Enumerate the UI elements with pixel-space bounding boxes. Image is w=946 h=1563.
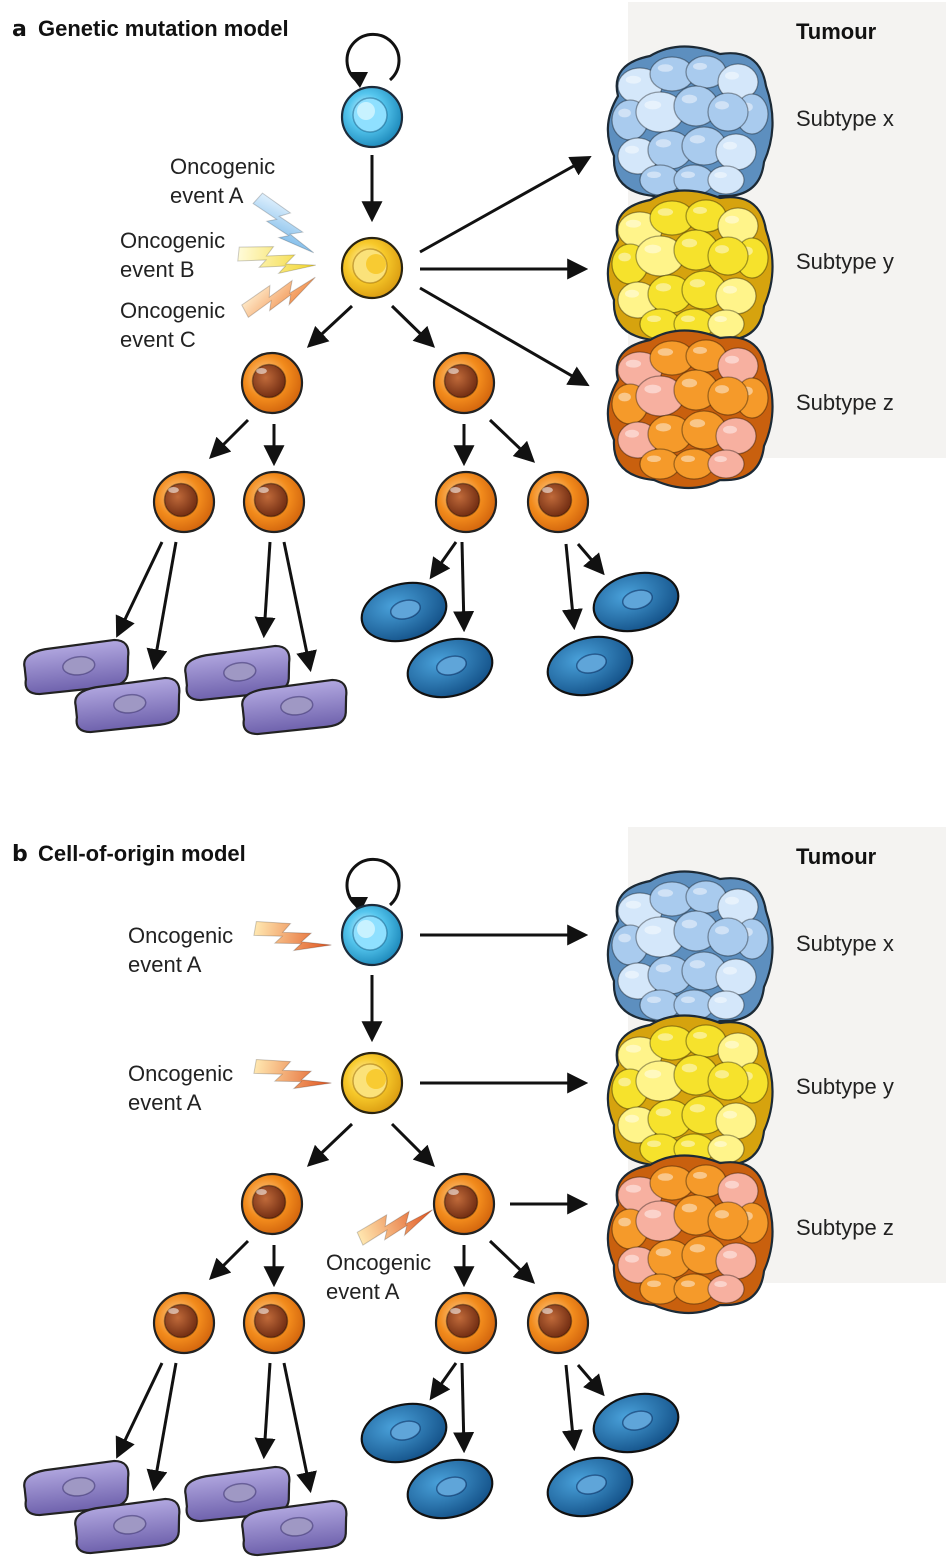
panel-a-event-b-line1: Oncogenic (120, 228, 225, 253)
panel-b-intermediate-cell (152, 1291, 216, 1355)
panel-a-arrow (306, 304, 354, 348)
panel-b-arrow (306, 1122, 354, 1167)
panel-a-differentiated-cell-blue (406, 637, 494, 699)
panel-b-arrow (561, 1364, 583, 1452)
panel-b-event-2-bolt-icon (253, 1059, 332, 1090)
panel-a-tumour-subtype-y (606, 189, 774, 350)
panel-b-differentiated-cell-blue (546, 1456, 634, 1518)
panel-a-subtype-x-label: Subtype x (796, 106, 894, 131)
panel-a-arrow (390, 304, 436, 348)
panel-b-tumour-header: Tumour (796, 844, 877, 869)
panel-a-arrow (488, 418, 536, 463)
panel-a-arrow (254, 541, 276, 639)
panel-a-differentiated-cell-blue (546, 635, 634, 697)
panel-b-arrow (488, 1239, 536, 1284)
panel-b-differentiated-cell-purple (184, 1465, 291, 1523)
panel-b-differentiated-cell-purple (241, 1499, 348, 1557)
panel-a-event-c-line2: event C (120, 327, 196, 352)
panel-a-arrow (146, 541, 178, 671)
panel-b-event-3-line1: Oncogenic (326, 1250, 431, 1275)
panel-b-event-1-line1: Oncogenic (128, 923, 233, 948)
panel-a-event-b-bolt-icon (237, 246, 316, 275)
panel-a-event-c-line1: Oncogenic (120, 298, 225, 323)
panel-a-arrow (429, 541, 458, 580)
panel-a-arrow-to-subtype-z (419, 286, 590, 387)
panel-a-arrow-to-subtype-x (419, 155, 592, 254)
panel-b-tumour-subtype-x (606, 870, 774, 1031)
panel-a-differentiated-cell-purple (184, 644, 291, 702)
panel-b-stem-cell (340, 903, 404, 967)
panel-a-event-b-line2: event B (120, 257, 195, 282)
panel-b-intermediate-cell (526, 1291, 590, 1355)
panel-b-differentiated-cell-purple (74, 1497, 181, 1555)
panel-a-intermediate-cell (434, 470, 498, 534)
panel-b-arrow (576, 1364, 605, 1397)
panel-b-differentiated-cell-blue (360, 1402, 448, 1464)
panel-a-arrow (576, 543, 605, 576)
panel-b-arrow (254, 1362, 276, 1460)
panel-b-subtype-y-label: Subtype y (796, 1074, 894, 1099)
panel-b-arrow (282, 1362, 317, 1494)
panel-b-event-2-line2: event A (128, 1090, 202, 1115)
panel-a-differentiated-cell-purple (74, 676, 181, 734)
panel-a-progenitor-cell (340, 236, 404, 300)
panel-b-arrow (429, 1362, 458, 1401)
panel-b-tumour-subtype-y (606, 1014, 774, 1175)
panel-b-arrow (146, 1362, 178, 1492)
panel-b-intermediate-cell (434, 1291, 498, 1355)
panel-b-title: Cell-of-origin model (38, 841, 246, 866)
panel-b-intermediate-cell-right (432, 1172, 496, 1236)
panel-a-event-c-bolt-icon (241, 276, 316, 319)
panel-a-intermediate-cell (526, 470, 590, 534)
panel-a-arrow (453, 541, 475, 633)
panel-a-self-renewal-arrow (345, 32, 401, 88)
panel-a-intermediate-cell (152, 470, 216, 534)
panel-a-tumour-header: Tumour (796, 19, 877, 44)
panel-b-arrow (209, 1239, 250, 1280)
panel-b-tumour-subtype-z (606, 1154, 774, 1315)
panel-b-differentiated-cell-blue (592, 1392, 680, 1454)
panel-a-title: Genetic mutation model (38, 16, 289, 41)
panel-b-subtype-x-label: Subtype x (796, 931, 894, 956)
panel-b-arrow (453, 1362, 475, 1454)
panel-a-letter: a (12, 17, 27, 42)
panel-a-arrow (209, 418, 250, 459)
panel-b-event-3-line2: event A (326, 1279, 400, 1304)
panel-b-progenitor-cell (340, 1051, 404, 1115)
panel-a-differentiated-cell-purple (23, 638, 130, 696)
panel-a-subtype-z-label: Subtype z (796, 390, 894, 415)
panel-b-self-renewal-arrow (345, 857, 401, 913)
panel-b-differentiated-cell-purple (23, 1459, 130, 1517)
panel-b-event-1-bolt-icon (253, 921, 332, 952)
panel-a-event-a-bolt-icon (252, 192, 315, 254)
panel-b-intermediate-cell (242, 1291, 306, 1355)
panel-b-event-1-line2: event A (128, 952, 202, 977)
panel-b-event-2-line1: Oncogenic (128, 1061, 233, 1086)
panel-b-letter: b (12, 842, 28, 867)
panel-b-arrow (390, 1122, 435, 1167)
panel-a-event-a-line2: event A (170, 183, 244, 208)
panel-a-differentiated-cell-blue (592, 571, 680, 633)
panel-a-differentiated-cell-purple (241, 678, 348, 736)
panel-b-differentiated-cell-blue (406, 1458, 494, 1520)
panel-a-intermediate-cell (242, 470, 306, 534)
panel-a-arrow (561, 543, 583, 631)
panel-a-intermediate-cell-left (240, 351, 304, 415)
panel-a-stem-cell (340, 85, 404, 149)
panel-a-arrow (115, 541, 164, 638)
panel-b-subtype-z-label: Subtype z (796, 1215, 894, 1240)
panel-a-arrow (282, 541, 317, 673)
panel-b-intermediate-cell-left (240, 1172, 304, 1236)
panel-a-tumour-subtype-z (606, 329, 774, 490)
panel-b-arrow (115, 1362, 164, 1459)
panel-a-event-a-line1: Oncogenic (170, 154, 275, 179)
panel-a-intermediate-cell-right (432, 351, 496, 415)
panel-b-event-3-bolt-icon (356, 1209, 433, 1246)
panel-a-subtype-y-label: Subtype y (796, 249, 894, 274)
panel-a-differentiated-cell-blue (360, 581, 448, 643)
panel-a-tumour-subtype-x (606, 45, 774, 206)
